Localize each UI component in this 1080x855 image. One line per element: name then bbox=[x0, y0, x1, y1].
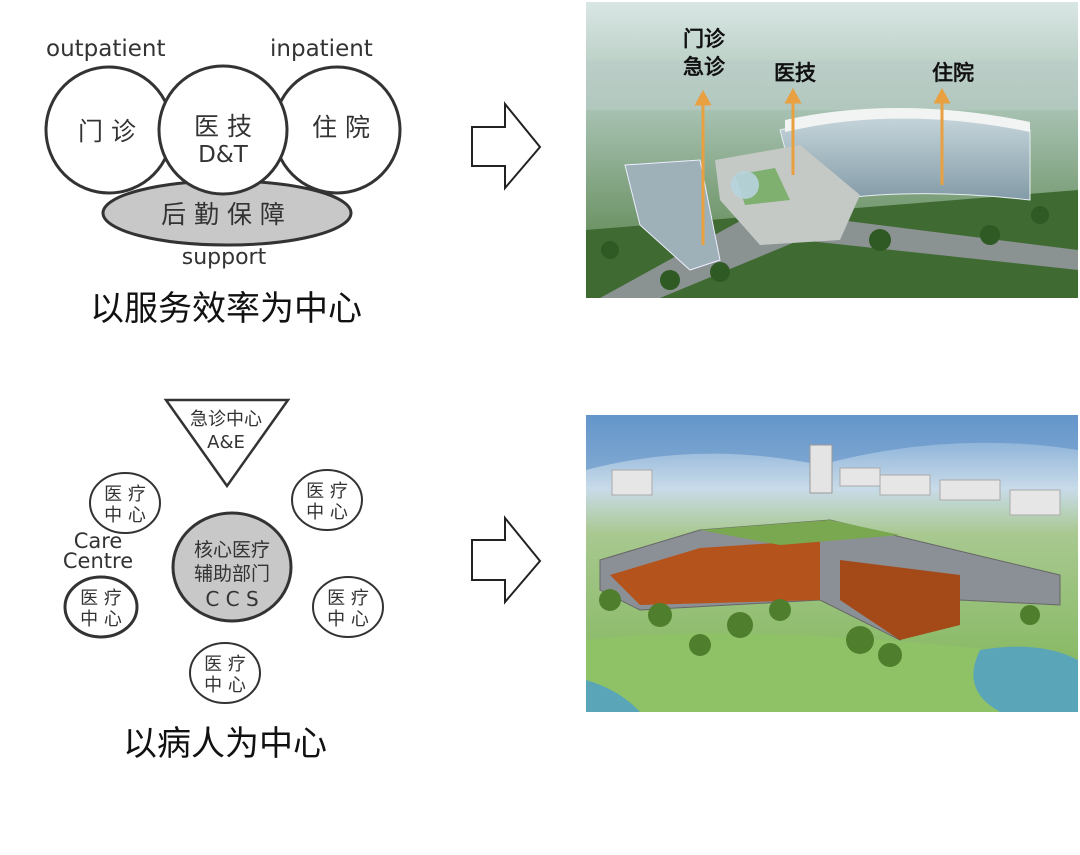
patient-centered-diagram: 急诊中心 A&E 医 疗 中 心 医 疗 中 心 Care Centre 医 疗… bbox=[63, 398, 384, 764]
hospital-rendering-photo-1: 门诊 急诊 医技 住院 bbox=[586, 2, 1078, 298]
inpatient-label: inpatient bbox=[270, 36, 373, 62]
ccs-line2: 辅助部门 bbox=[194, 563, 270, 585]
svg-text:中 心: 中 心 bbox=[204, 675, 246, 696]
caption-patient-centered: 以病人为中心 bbox=[123, 724, 327, 764]
ccs-en: C C S bbox=[205, 587, 258, 611]
care-centre-label: 医 疗 bbox=[104, 484, 146, 505]
dt-cn: 医 技 bbox=[194, 112, 252, 141]
svg-text:Centre: Centre bbox=[63, 549, 133, 573]
right-arrow-icon bbox=[471, 515, 542, 605]
dt-en: D&T bbox=[198, 142, 249, 168]
photo-label-emergency: 急诊 bbox=[683, 55, 726, 79]
outpatient-cn: 门 诊 bbox=[78, 117, 136, 146]
care-centre-label: 医 疗 bbox=[306, 481, 348, 502]
right-arrow-icon bbox=[471, 101, 542, 191]
hospital-rendering-photo-2 bbox=[586, 415, 1078, 712]
dt-circle bbox=[157, 64, 289, 196]
service-efficiency-diagram: outpatient inpatient 门 诊 医 技 D&T 住 院 后 勤… bbox=[44, 36, 402, 329]
photo-label-inpatient: 住院 bbox=[932, 61, 974, 85]
outpatient-label: outpatient bbox=[46, 36, 166, 62]
svg-text:中 心: 中 心 bbox=[80, 609, 122, 630]
photo-label-outpatient: 门诊 bbox=[683, 27, 726, 51]
photo-label-dt: 医技 bbox=[774, 61, 817, 85]
ccs-ellipse bbox=[171, 511, 293, 623]
care-centre-label: 医 疗 bbox=[327, 588, 369, 609]
ae-triangle bbox=[163, 398, 291, 489]
inpatient-cn: 住 院 bbox=[312, 113, 370, 142]
ae-cn: 急诊中心 bbox=[190, 409, 262, 430]
support-en: support bbox=[182, 245, 267, 270]
svg-text:中 心: 中 心 bbox=[327, 609, 369, 630]
ae-en: A&E bbox=[207, 432, 245, 453]
ccs-line1: 核心医疗 bbox=[194, 539, 270, 561]
care-centre-label: 医 疗 bbox=[204, 654, 246, 675]
svg-text:中 心: 中 心 bbox=[104, 505, 146, 526]
care-centre-en: Care bbox=[74, 529, 123, 553]
svg-text:中 心: 中 心 bbox=[306, 502, 348, 523]
support-cn: 后 勤 保 障 bbox=[161, 200, 285, 229]
caption-service-efficiency: 以服务效率为中心 bbox=[90, 289, 362, 329]
care-centre-label: 医 疗 bbox=[80, 588, 122, 609]
